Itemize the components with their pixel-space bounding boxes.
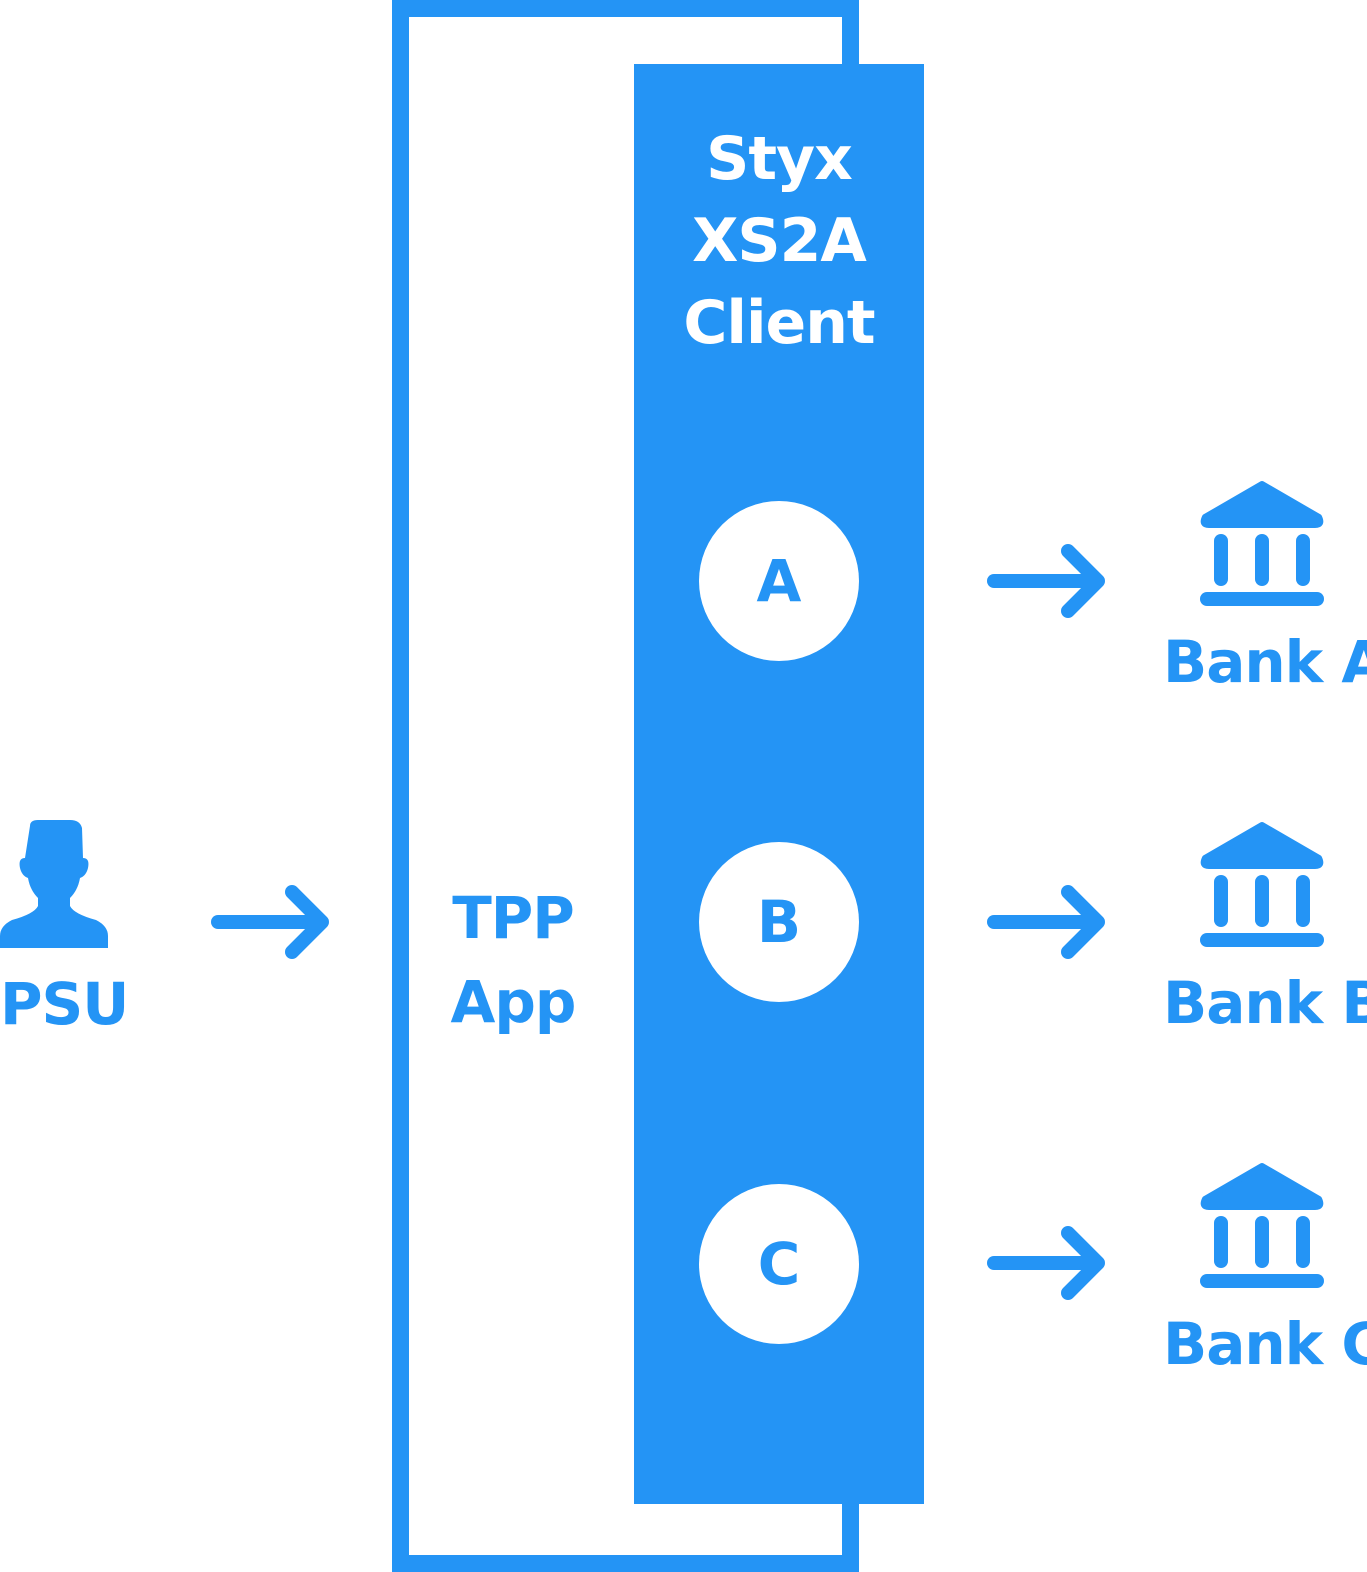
tpp-label-line2: App (450, 968, 577, 1036)
arrow-right-icon (987, 885, 1105, 959)
arrow-right-icon (211, 885, 329, 959)
styx-title-line3: Client (683, 288, 875, 358)
psu-label: PSU (0, 970, 129, 1038)
person-icon (0, 820, 108, 948)
bank-icon (1200, 1163, 1324, 1288)
bank-a-label: Bank A (1163, 628, 1367, 696)
tpp-label-line1: TPP (452, 884, 575, 952)
connector-b: B (699, 842, 859, 1002)
arrow-right-icon (987, 1226, 1105, 1300)
bank-b-label: Bank B (1163, 969, 1367, 1037)
tpp-app-label: TPP App (418, 876, 608, 1044)
styx-title-line1: Styx (706, 124, 853, 194)
styx-client-title: Styx XS2A Client (634, 118, 924, 364)
connector-a: A (699, 501, 859, 661)
connector-c: C (699, 1184, 859, 1344)
arrow-right-icon (987, 544, 1105, 618)
styx-title-line2: XS2A (692, 206, 867, 276)
bank-icon (1200, 481, 1324, 606)
bank-c-label: Bank C (1163, 1310, 1367, 1378)
bank-icon (1200, 822, 1324, 947)
